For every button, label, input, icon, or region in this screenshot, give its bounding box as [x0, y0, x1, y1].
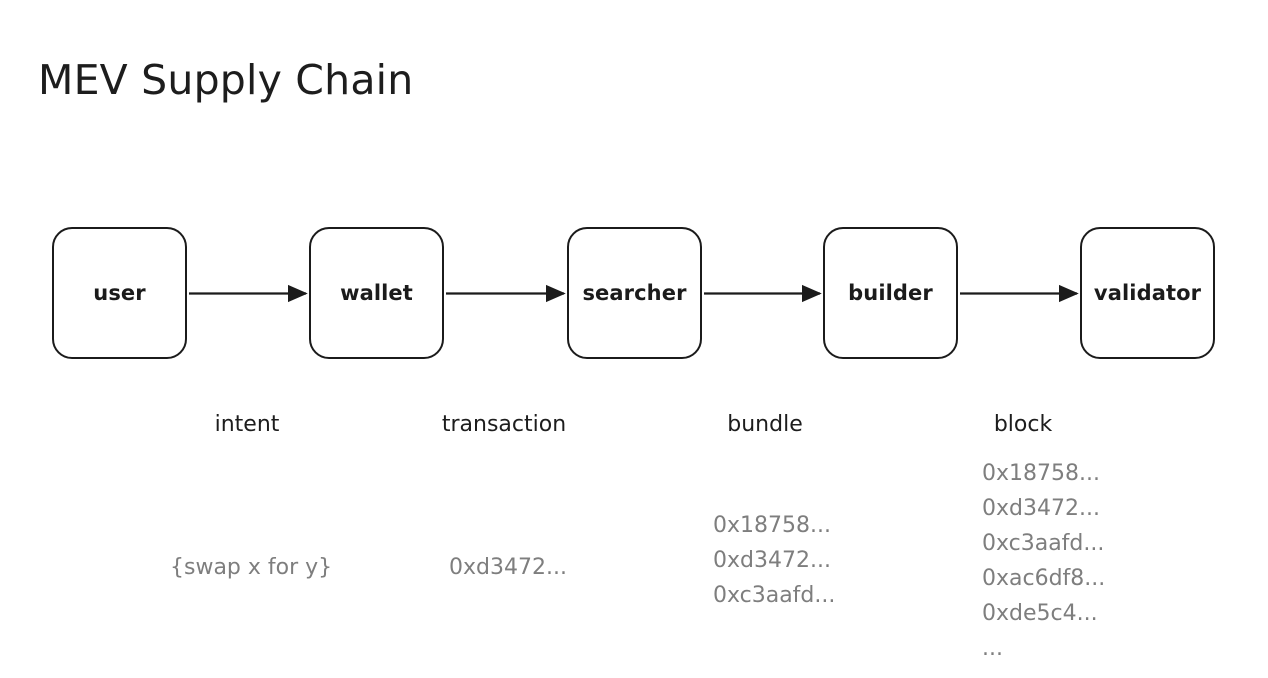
edge-label-intent: intent	[214, 412, 280, 437]
payload-line: 0x18758...	[713, 513, 831, 538]
node-user[interactable]: user	[52, 227, 187, 359]
payload-bundle: 0x18758... 0xd3472... 0xc3aafd...	[713, 508, 835, 613]
node-builder[interactable]: builder	[823, 227, 958, 359]
payload-line: 0xac6df8...	[982, 566, 1106, 591]
payload-line: ...	[982, 636, 1003, 661]
edge-label-transaction: transaction	[441, 412, 567, 437]
payload-intent: {swap x for y}	[170, 550, 332, 585]
node-label: user	[93, 281, 146, 305]
node-label: validator	[1093, 281, 1202, 305]
payload-block: 0x18758... 0xd3472... 0xc3aafd... 0xac6d…	[982, 456, 1105, 666]
payload-line: 0xd3472...	[449, 555, 567, 580]
edge-label-bundle: bundle	[727, 412, 803, 437]
payload-line: 0xc3aafd...	[713, 583, 836, 608]
node-searcher[interactable]: searcher	[567, 227, 702, 359]
payload-line: 0xc3aafd...	[982, 531, 1105, 556]
edge-label-block: block	[993, 412, 1053, 437]
node-validator[interactable]: validator	[1080, 227, 1215, 359]
node-label: wallet	[340, 281, 413, 305]
node-label: searcher	[582, 281, 687, 305]
payload-line: 0x18758...	[982, 461, 1100, 486]
node-wallet[interactable]: wallet	[309, 227, 444, 359]
payload-line: 0xde5c4...	[982, 601, 1098, 626]
payload-line: 0xd3472...	[713, 548, 831, 573]
payload-line: 0xd3472...	[982, 496, 1100, 521]
payload-transaction: 0xd3472...	[449, 550, 567, 585]
page-title: MEV Supply Chain	[38, 56, 414, 104]
payload-line: {swap x for y}	[170, 555, 333, 580]
node-label: builder	[848, 281, 933, 305]
